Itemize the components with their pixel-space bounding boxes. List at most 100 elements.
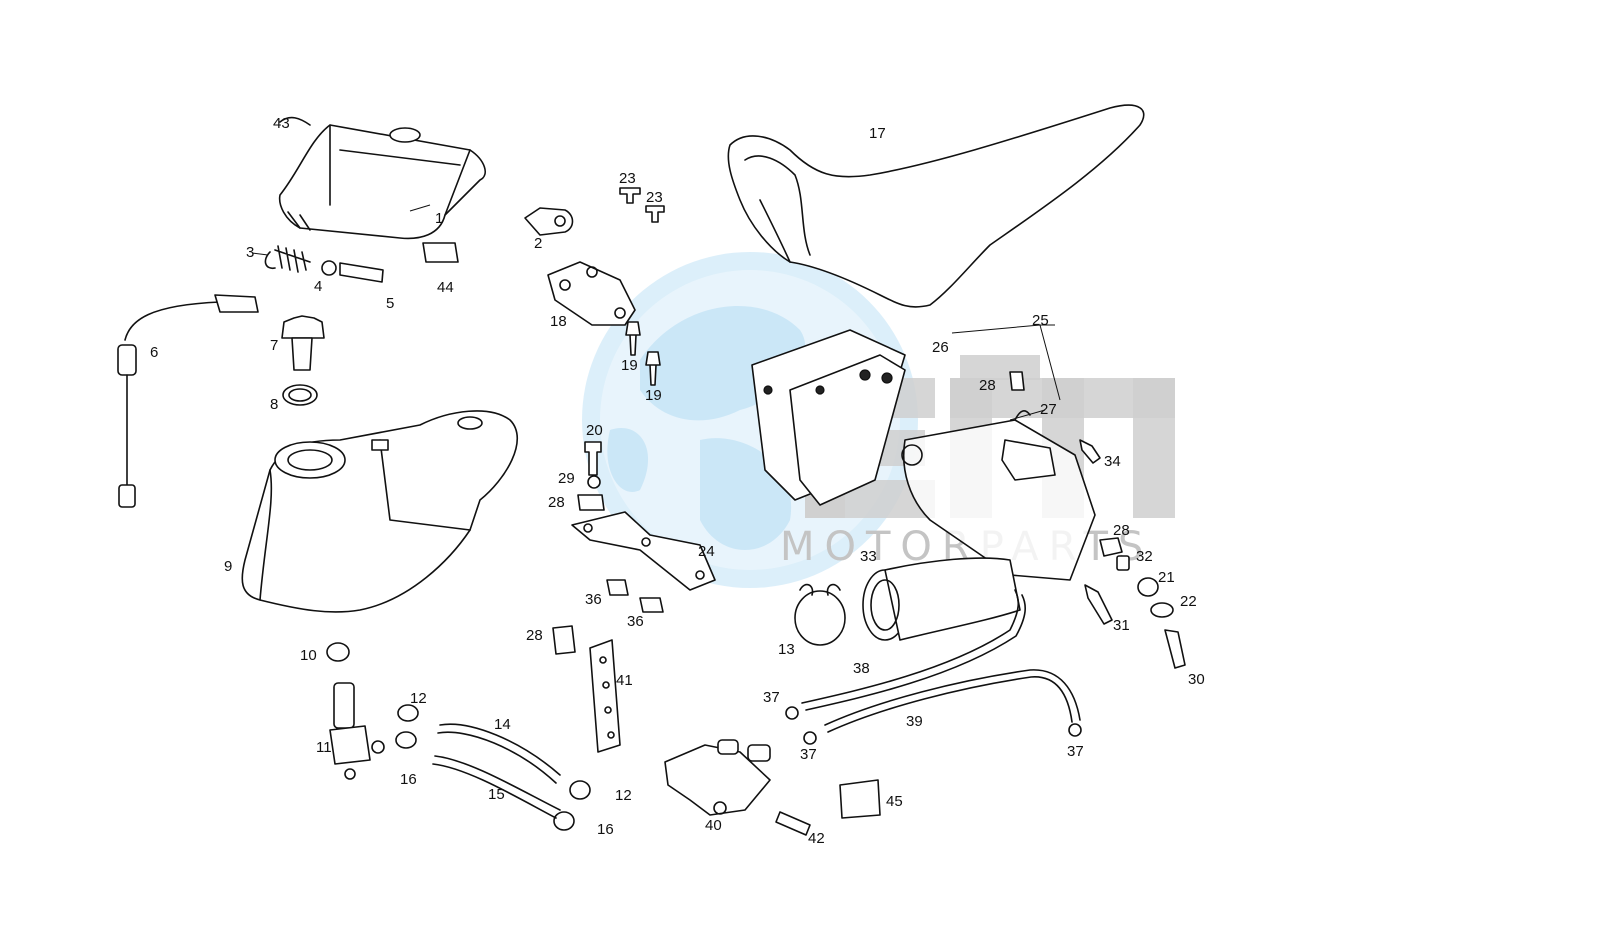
air-filter-box bbox=[751, 329, 906, 506]
callout-labels: 43 1 3 4 5 44 6 7 8 9 10 11 12 16 14 15 … bbox=[150, 115, 1205, 847]
callout-6: 6 bbox=[150, 344, 158, 361]
grommet-21-part bbox=[1137, 577, 1159, 597]
callout-37b: 37 bbox=[800, 746, 817, 763]
clamp-16b bbox=[553, 811, 575, 831]
fuel-tank-cover bbox=[278, 116, 486, 240]
clamp-13-part bbox=[794, 590, 846, 646]
watermark-initials: EM bbox=[955, 374, 957, 376]
rubber-block-part bbox=[422, 242, 459, 263]
callout-40: 40 bbox=[705, 817, 722, 834]
bolt-part bbox=[339, 262, 384, 283]
callout-25: 25 bbox=[1032, 312, 1049, 329]
clip-37b bbox=[803, 731, 817, 745]
callout-9: 9 bbox=[224, 558, 232, 575]
clamp-16a bbox=[395, 731, 417, 749]
bolt-20-part bbox=[584, 441, 602, 476]
bracket-2-part bbox=[524, 207, 574, 236]
callout-31: 31 bbox=[1113, 617, 1130, 634]
callout-42: 42 bbox=[808, 830, 825, 847]
callout-5: 5 bbox=[386, 295, 394, 312]
callout-28d: 28 bbox=[1113, 522, 1130, 539]
callout-33: 33 bbox=[860, 548, 877, 565]
callout-34: 34 bbox=[1104, 453, 1121, 470]
bracket-24-part bbox=[571, 511, 716, 591]
washer-22-part bbox=[1150, 602, 1174, 618]
callout-39: 39 bbox=[906, 713, 923, 730]
screw-23a bbox=[619, 187, 641, 204]
screw-34-part bbox=[1079, 439, 1101, 464]
washer-part bbox=[321, 260, 337, 276]
callout-18: 18 bbox=[550, 313, 567, 330]
callout-37a: 37 bbox=[763, 689, 780, 706]
callout-16b: 16 bbox=[597, 821, 614, 838]
clip-37c bbox=[1068, 723, 1082, 737]
clip-nut-28b bbox=[552, 625, 576, 655]
clamp-12a bbox=[397, 704, 419, 722]
callout-22: 22 bbox=[1180, 593, 1197, 610]
callout-28b: 28 bbox=[526, 627, 543, 644]
fuel-tank bbox=[241, 410, 519, 613]
callout-23a: 23 bbox=[619, 170, 636, 187]
fuel-level-sender bbox=[117, 294, 259, 508]
screw-30-part bbox=[1164, 629, 1186, 669]
oil-pump-part bbox=[664, 739, 771, 816]
callout-17: 17 bbox=[869, 125, 886, 142]
callout-11: 11 bbox=[316, 739, 332, 756]
clip-36a bbox=[606, 579, 629, 596]
screw-42-part bbox=[775, 811, 811, 836]
seat-part bbox=[727, 104, 1145, 308]
clip-nut-28a bbox=[577, 494, 605, 511]
callout-27: 27 bbox=[1040, 401, 1057, 418]
callout-37c: 37 bbox=[1067, 743, 1084, 760]
callout-26: 26 bbox=[932, 339, 949, 356]
callout-10: 10 bbox=[300, 647, 317, 664]
callout-12a: 12 bbox=[410, 690, 427, 707]
callout-32: 32 bbox=[1136, 548, 1153, 565]
callout-24: 24 bbox=[698, 543, 715, 560]
air-box-housing bbox=[901, 410, 1096, 581]
callout-1: 1 bbox=[435, 210, 443, 227]
clip-28c bbox=[1009, 371, 1025, 391]
callout-38: 38 bbox=[853, 660, 870, 677]
callout-43: 43 bbox=[273, 115, 290, 132]
clamp-12b bbox=[569, 780, 591, 800]
callout-12b: 12 bbox=[615, 787, 632, 804]
callout-15: 15 bbox=[488, 786, 505, 803]
screw-19b bbox=[645, 351, 661, 386]
callout-19a: 19 bbox=[621, 357, 638, 374]
callout-45: 45 bbox=[886, 793, 903, 810]
screw-31-part bbox=[1084, 584, 1113, 625]
callout-16a: 16 bbox=[400, 771, 417, 788]
callout-2: 2 bbox=[534, 235, 542, 252]
breather-hose-39 bbox=[824, 669, 1081, 733]
intake-duct bbox=[862, 557, 1021, 641]
callout-3: 3 bbox=[246, 244, 254, 261]
callout-36b: 36 bbox=[627, 613, 644, 630]
callout-14: 14 bbox=[494, 716, 511, 733]
callout-28a: 28 bbox=[548, 494, 565, 511]
callout-13: 13 bbox=[778, 641, 795, 658]
spring-part bbox=[264, 245, 311, 273]
fuel-tap-part bbox=[329, 682, 385, 780]
callout-44: 44 bbox=[437, 279, 454, 296]
callout-7: 7 bbox=[270, 337, 278, 354]
rubber-block-45 bbox=[839, 779, 881, 819]
hose-clamp-part bbox=[326, 642, 350, 662]
callout-23b: 23 bbox=[646, 189, 663, 206]
fuel-hose-15 bbox=[432, 755, 561, 819]
plate-41-part bbox=[589, 639, 621, 753]
callout-20: 20 bbox=[586, 422, 603, 439]
callout-21: 21 bbox=[1158, 569, 1175, 586]
callout-28c: 28 bbox=[979, 377, 996, 394]
nut-32-part bbox=[1116, 555, 1130, 571]
clip-28d bbox=[1099, 537, 1123, 557]
leader-lines bbox=[251, 204, 1061, 421]
screw-19a bbox=[625, 321, 641, 356]
o-ring-part bbox=[282, 384, 318, 406]
clip-37a bbox=[785, 706, 799, 720]
seat-bracket-18 bbox=[547, 261, 636, 326]
callout-29: 29 bbox=[558, 470, 575, 487]
screw-23b bbox=[645, 205, 665, 223]
fuel-hose-14 bbox=[437, 723, 561, 784]
